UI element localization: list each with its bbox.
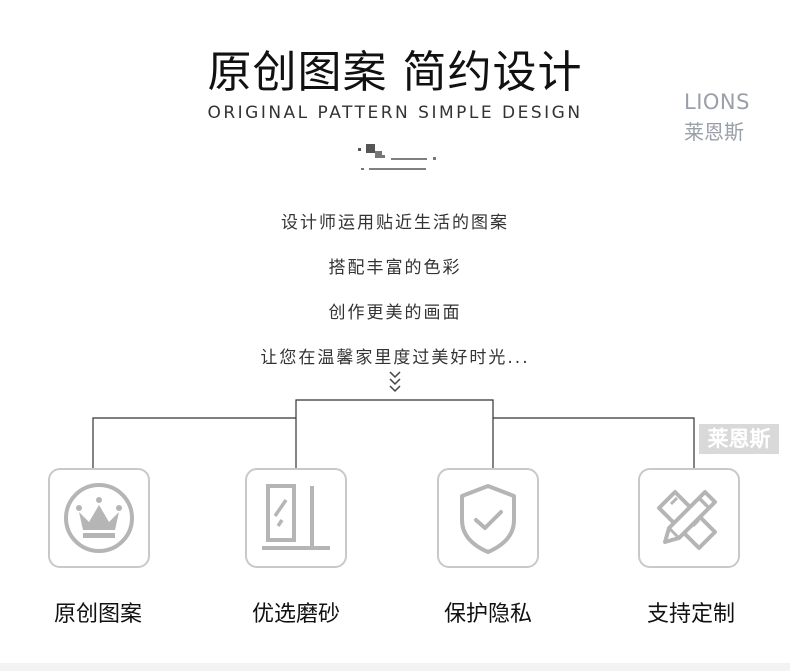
page-subtitle: ORIGINAL PATTERN SIMPLE DESIGN [207, 103, 583, 123]
brand-name-cn: 莱恩斯 [684, 120, 744, 144]
bottom-divider [0, 663, 790, 671]
feature-connector-lines [92, 399, 695, 470]
feature-card-frosted-glass [245, 468, 347, 568]
pencil-ruler-icon [657, 490, 717, 550]
crown-icon [64, 483, 134, 553]
feature-label-original-pattern: 原创图案 [53, 602, 142, 627]
description-line-3: 创作更美的画面 [328, 303, 462, 323]
decorative-divider-mark [358, 144, 436, 170]
feature-card-original-pattern [48, 468, 150, 568]
page-title: 原创图案 简约设计 [207, 47, 583, 98]
feature-card-privacy [437, 468, 539, 568]
description-line-2: 搭配丰富的色彩 [328, 258, 462, 278]
triple-chevron-down-icon [389, 371, 401, 393]
frosted-panel-icon [262, 484, 330, 550]
feature-label-customization: 支持定制 [646, 602, 735, 627]
feature-label-frosted-glass: 优选磨砂 [251, 602, 340, 627]
description-line-4: 让您在温馨家里度过美好时光... [260, 348, 530, 368]
feature-label-privacy: 保护隐私 [443, 602, 532, 627]
brand-stamp: 莱恩斯 [699, 424, 779, 454]
shield-check-icon [460, 484, 516, 554]
description-line-1: 设计师运用贴近生活的图案 [281, 213, 509, 233]
brand-name-en: LIONS [684, 90, 750, 114]
feature-card-customization [638, 468, 740, 568]
